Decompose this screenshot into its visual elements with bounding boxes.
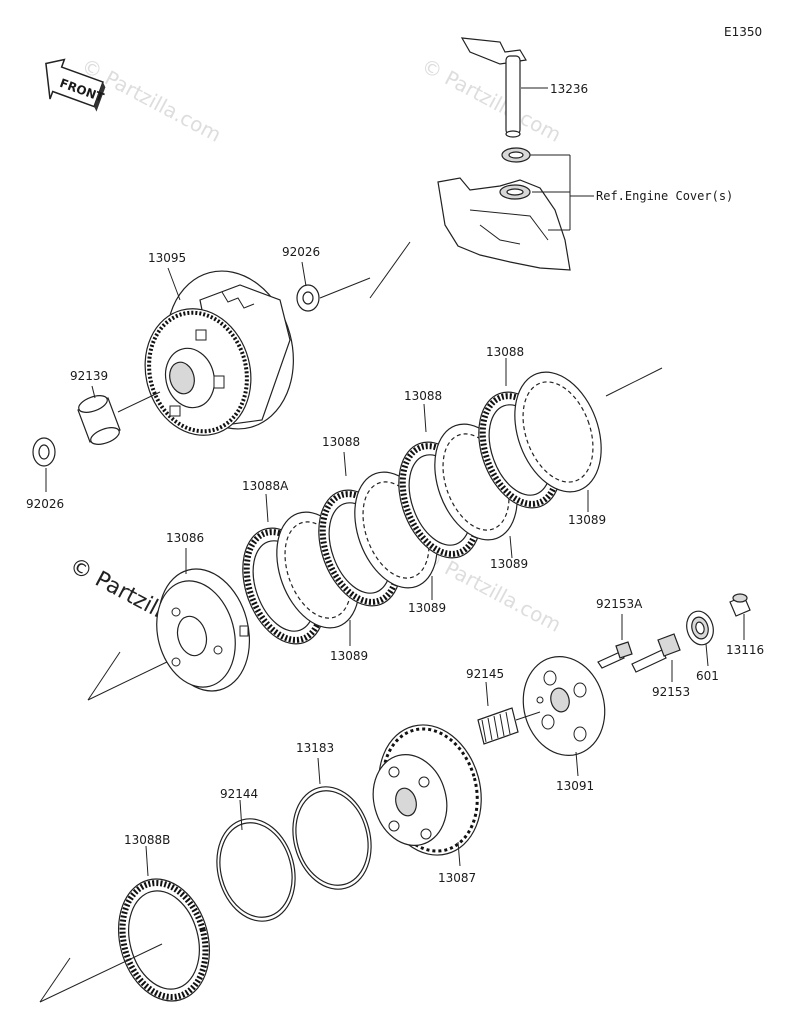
label-13116: 13116 bbox=[726, 643, 764, 657]
wave-spring bbox=[216, 818, 296, 922]
label-13089-c: 13089 bbox=[408, 601, 446, 615]
diagram-code: E1350 bbox=[724, 25, 762, 39]
label-13089-b: 13089 bbox=[490, 557, 528, 571]
label-92139: 92139 bbox=[70, 369, 108, 383]
clutch-lever-shaft bbox=[460, 37, 527, 138]
clutch-hub bbox=[372, 724, 482, 856]
bolt-92153A bbox=[597, 641, 633, 669]
engine-cover-reference bbox=[437, 177, 571, 271]
label-13089-d: 13089 bbox=[330, 649, 368, 663]
washer-left bbox=[32, 437, 56, 467]
label-13088-b: 13088 bbox=[404, 389, 442, 403]
label-92026-top: 92026 bbox=[282, 245, 320, 259]
clutch-spring bbox=[477, 707, 519, 745]
oil-seal bbox=[501, 147, 531, 163]
label-92153: 92153 bbox=[652, 685, 690, 699]
label-13236: 13236 bbox=[550, 82, 588, 96]
label-13095: 13095 bbox=[148, 251, 186, 265]
pushrod-pin bbox=[729, 593, 751, 617]
watermark-top: © Partzilla.com bbox=[418, 53, 566, 147]
label-13183: 13183 bbox=[296, 741, 334, 755]
friction-plate-13088B bbox=[117, 878, 211, 1002]
label-92144: 92144 bbox=[220, 787, 258, 801]
label-13088B: 13088B bbox=[124, 833, 170, 847]
label-13088A: 13088A bbox=[242, 479, 289, 493]
steel-plate-4 bbox=[514, 371, 602, 493]
label-92145: 92145 bbox=[466, 667, 504, 681]
label-13088-c: 13088 bbox=[486, 345, 524, 359]
bearing-601 bbox=[686, 610, 714, 646]
label-13086: 13086 bbox=[166, 531, 204, 545]
label-92026-left: 92026 bbox=[26, 497, 64, 511]
washer-top bbox=[296, 284, 320, 312]
sleeve bbox=[77, 395, 121, 445]
label-13091: 13091 bbox=[556, 779, 594, 793]
label-13087: 13087 bbox=[438, 871, 476, 885]
lifter-plate bbox=[522, 656, 606, 756]
pressure-plate bbox=[156, 568, 251, 692]
bolt-92153 bbox=[631, 633, 681, 673]
clutch-housing bbox=[144, 270, 294, 436]
label-13088-a: 13088 bbox=[322, 435, 360, 449]
label-ref-engine-cover: Ref.Engine Cover(s) bbox=[596, 189, 733, 203]
label-13089-a: 13089 bbox=[568, 513, 606, 527]
label-92153A: 92153A bbox=[596, 597, 643, 611]
spring-plate-seat bbox=[292, 786, 372, 890]
label-601: 601 bbox=[696, 669, 719, 683]
